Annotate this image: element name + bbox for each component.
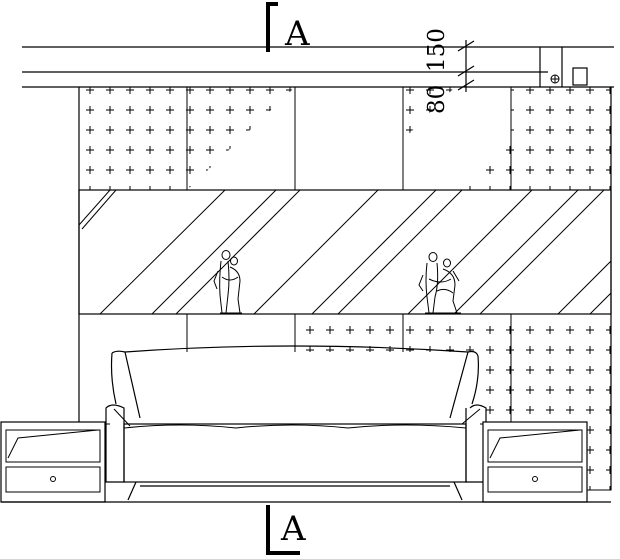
- panel-upper-1: [78, 86, 188, 191]
- upper-wall-panels: [78, 86, 612, 191]
- nightstand-left: [0, 421, 106, 503]
- section-mark-top: A: [266, 2, 310, 54]
- dancing-couple-figurine: [213, 250, 242, 314]
- ceiling-lines: [22, 46, 614, 88]
- nightstand-right: [482, 421, 588, 503]
- section-mark-top-label: A: [284, 14, 310, 54]
- sofa: [105, 345, 487, 501]
- dancing-couple-figurine: [418, 252, 461, 314]
- panel-upper-3: [294, 86, 404, 191]
- mirror-panel: [78, 189, 612, 315]
- section-mark-bottom-label: A: [280, 509, 306, 549]
- section-mark-bottom: A: [266, 505, 306, 555]
- panel-upper-2: [187, 87, 295, 190]
- panel-upper-4: [403, 87, 455, 140]
- dimension-150: 150: [424, 28, 450, 72]
- panel-upper-5: [510, 86, 612, 191]
